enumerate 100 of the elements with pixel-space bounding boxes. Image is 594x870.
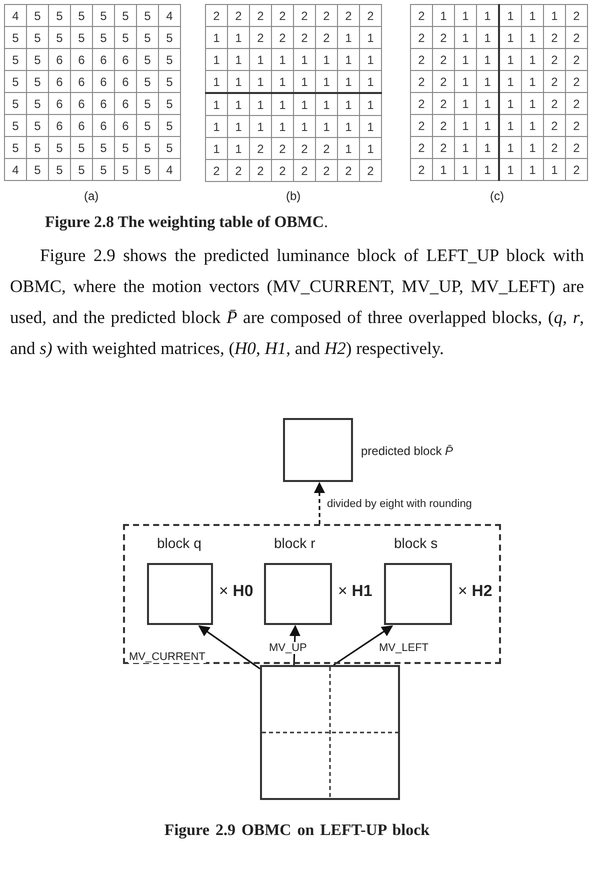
figure-caption: Figure 2.9 OBMC on LEFT-UP block: [163, 822, 431, 840]
subfigure-label: (a): [84, 189, 99, 203]
table-cell: 1: [360, 26, 382, 48]
table-cell: 5: [136, 158, 158, 180]
table-cell: 2: [294, 4, 316, 26]
table-cell: 2: [272, 138, 294, 160]
table-cell: 2: [432, 26, 454, 48]
subfigure-label: (c): [490, 189, 504, 203]
table-cell: 1: [499, 158, 522, 180]
table-cell: 1: [522, 92, 544, 114]
table-cell: 5: [92, 26, 114, 48]
block-label: block s: [394, 535, 438, 551]
table-cell: 2: [410, 114, 432, 136]
table-cell: 1: [522, 158, 544, 180]
table-cell: 1: [499, 48, 522, 70]
table-cell: 1: [338, 26, 360, 48]
table-cell: 2: [544, 70, 566, 92]
table-cell: 6: [48, 92, 70, 114]
table-cell: 5: [26, 92, 48, 114]
table-cell: 5: [136, 4, 158, 26]
table-cell: 1: [228, 116, 250, 138]
table-cell: 2: [566, 70, 588, 92]
table-cell: 4: [4, 4, 26, 26]
table-cell: 1: [360, 48, 382, 70]
table-cell: 1: [206, 138, 228, 160]
table-cell: 2: [338, 160, 360, 182]
table-cell: 1: [338, 70, 360, 93]
table-cell: 1: [454, 158, 476, 180]
table-cell: 1: [316, 93, 338, 116]
table-cell: 1: [338, 116, 360, 138]
table-cell: 1: [476, 92, 499, 114]
table-cell: 5: [158, 48, 180, 70]
table-cell: 5: [4, 114, 26, 136]
table-cell: 2: [566, 26, 588, 48]
table-cell: 2: [206, 4, 228, 26]
table-cell: 2: [566, 158, 588, 180]
table-cell: 2: [432, 92, 454, 114]
table-cell: 6: [70, 114, 92, 136]
table-cell: 1: [360, 138, 382, 160]
block-label: block r: [274, 535, 316, 551]
table-cell: 2: [316, 26, 338, 48]
table-cell: 5: [26, 136, 48, 158]
table-cell: 2: [566, 92, 588, 114]
table-cell: 2: [410, 4, 432, 26]
table-cell: 5: [136, 136, 158, 158]
table-cell: 1: [476, 114, 499, 136]
table-cell: 2: [250, 160, 272, 182]
table-cell: 2: [206, 160, 228, 182]
figure-caption: Figure 2.8 The weighting table of OBMC.: [45, 214, 328, 232]
table-cell: 1: [544, 158, 566, 180]
table-cell: 5: [92, 4, 114, 26]
table-cell: 2: [432, 136, 454, 158]
arrow: [314, 482, 326, 524]
body-paragraph: Figure 2.9 shows the predicted luminance block of LEFT_UP block with OBMC, where the motion vectors (MV_CURRENT, MV_UP, MV_LEFT) are used, and the predicted block P̄ are composed of three overlapped blocks, (q, r, and s) with weighted matrices, (H0, H1, and H2) respectively.: [10, 244, 584, 360]
table-cell: 5: [48, 158, 70, 180]
table-cell: 2: [432, 48, 454, 70]
table-cell: 1: [499, 4, 522, 26]
block-label: block q: [157, 535, 202, 551]
table-cell: 1: [206, 116, 228, 138]
table-cell: 2: [272, 4, 294, 26]
arrow: [198, 625, 260, 670]
table-cell: 2: [410, 136, 432, 158]
table-cell: 6: [70, 48, 92, 70]
table-cell: 6: [114, 114, 136, 136]
table-cell: 5: [136, 26, 158, 48]
table-cell: 2: [544, 92, 566, 114]
table-cell: 1: [454, 92, 476, 114]
table-cell: 1: [454, 26, 476, 48]
subfigure-label: (b): [286, 189, 301, 203]
table-cell: 5: [158, 92, 180, 114]
table-cell: 5: [136, 48, 158, 70]
table-cell: 2: [250, 138, 272, 160]
table-cell: 1: [522, 136, 544, 158]
edge-label: MV_CURRENT: [128, 651, 206, 663]
table-cell: 2: [316, 160, 338, 182]
table-cell: 1: [294, 70, 316, 93]
table-cell: 1: [338, 48, 360, 70]
table-cell: 1: [360, 93, 382, 116]
table-cell: 1: [360, 116, 382, 138]
weight-factor: × H1: [338, 583, 372, 601]
table-cell: 1: [476, 4, 499, 26]
table-cell: 2: [410, 26, 432, 48]
table-cell: 5: [4, 136, 26, 158]
table-cell: 5: [114, 4, 136, 26]
table-cell: 2: [410, 92, 432, 114]
table-cell: 1: [338, 93, 360, 116]
table-cell: 1: [294, 48, 316, 70]
table-cell: 5: [70, 26, 92, 48]
table-cell: 1: [499, 114, 522, 136]
table-cell: 2: [272, 160, 294, 182]
table-cell: 5: [26, 114, 48, 136]
table-cell: 5: [70, 4, 92, 26]
table-cell: 6: [114, 70, 136, 92]
table-cell: 1: [228, 70, 250, 93]
table-cell: 1: [499, 26, 522, 48]
table-cell: 2: [294, 160, 316, 182]
table-cell: 1: [522, 70, 544, 92]
table-cell: 6: [92, 114, 114, 136]
edge-label: MV_LEFT: [378, 642, 430, 654]
table-cell: 6: [92, 48, 114, 70]
